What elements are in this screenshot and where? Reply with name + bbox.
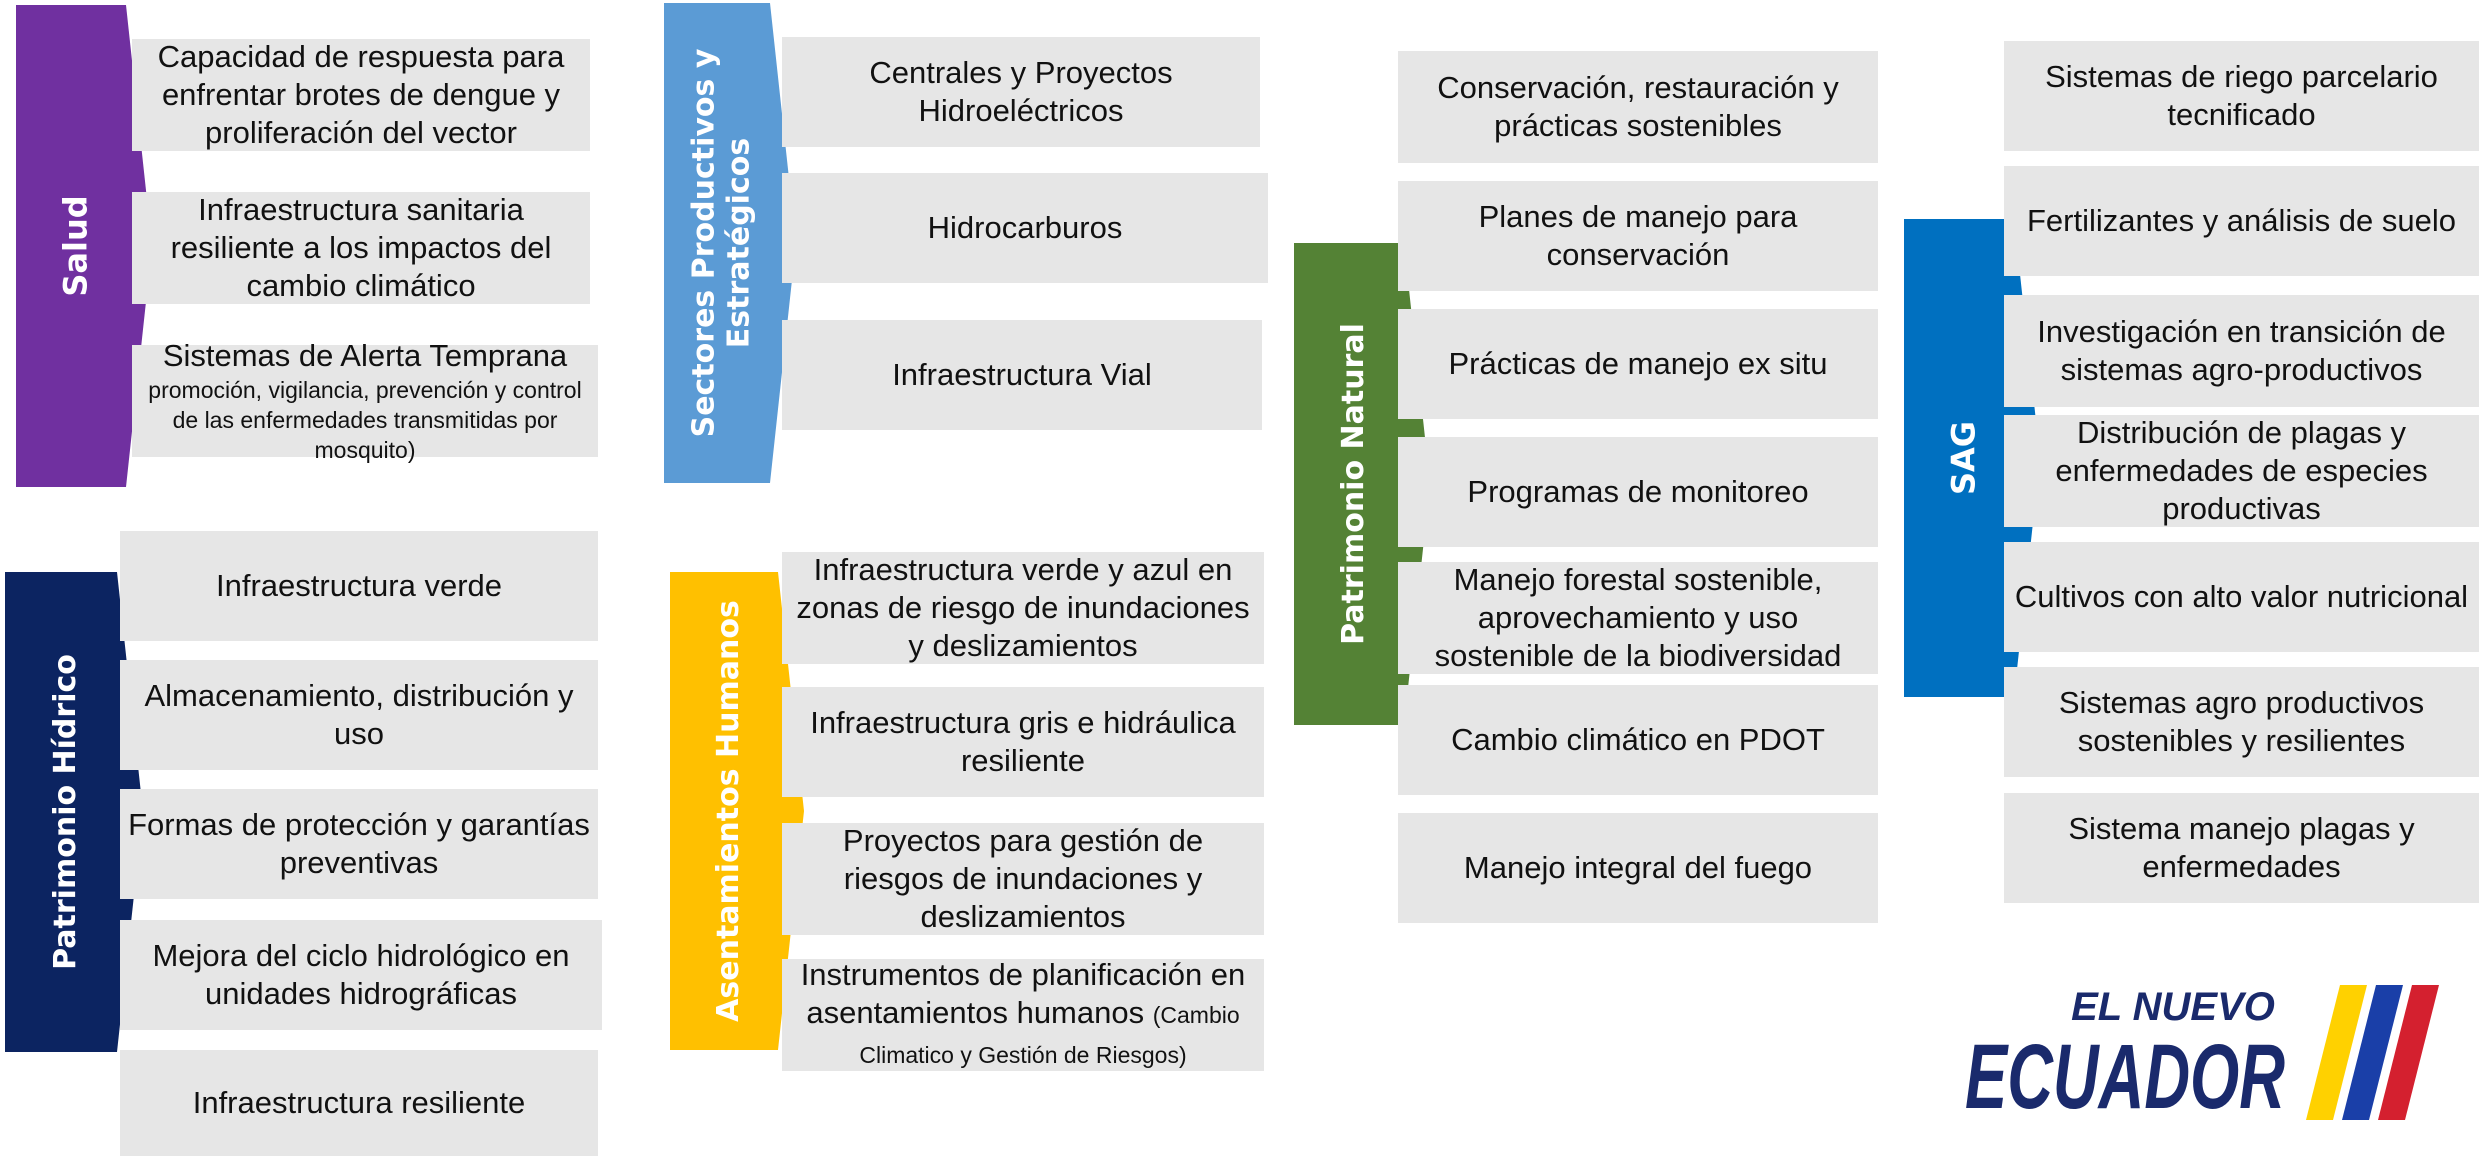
natural-item-1-text: Conservación, restauración y prácticas s… (1437, 70, 1839, 143)
el-nuevo-ecuador-logo: EL NUEVO ECUADOR (1965, 985, 2439, 1128)
natural-item-5: Manejo forestal sostenible, aprovechamie… (1398, 562, 1878, 674)
asentamientos-item-1: Infraestructura verde y azul en zonas de… (782, 552, 1264, 664)
natural-item-4: Programas de monitoreo (1398, 437, 1878, 547)
asentamientos-item-3: Proyectos para gestión de riesgos de inu… (782, 823, 1264, 935)
hidrico-item-3-text: Formas de protección y garantías prevent… (128, 807, 590, 880)
sag-item-1-text: Sistemas de riego parcelario tecnificado (2045, 59, 2438, 132)
natural-item-3-text: Prácticas de manejo ex situ (1448, 346, 1828, 381)
sag-item-5-text: Cultivos con alto valor nutricional (2014, 579, 2469, 614)
logo-line1: EL NUEVO (2071, 985, 2275, 1029)
salud-item-2: Infraestructura sanitaria resiliente a l… (132, 192, 590, 304)
sag-item-1: Sistemas de riego parcelario tecnificado (2004, 41, 2479, 151)
asentamientos-item-2: Infraestructura gris e hidráulica resili… (782, 687, 1264, 797)
hidrico-item-5-text: Infraestructura resiliente (192, 1085, 526, 1120)
sag-item-6-text: Sistemas agro productivos sostenibles y … (2058, 685, 2425, 758)
hidrico-item-1-text: Infraestructura verde (215, 568, 503, 603)
asentamientos-banner (670, 572, 804, 1050)
salud-item-3-text: Sistemas de Alerta Temprana (162, 338, 568, 373)
hidrico-item-3: Formas de protección y garantías prevent… (120, 789, 598, 899)
asentamientos-item-4-small: (Cambio Climatico y Gestión de Riesgos) (859, 1002, 1240, 1068)
flag-stripes-icon (2306, 985, 2439, 1120)
natural-item-6: Cambio climático en PDOT (1398, 685, 1878, 795)
asentamientos-item-4-content: Instrumentos de planificación en asentam… (790, 956, 1256, 1074)
natural-item-6-text: Cambio climático en PDOT (1451, 722, 1825, 757)
logo-line2: ECUADOR (1965, 1026, 2285, 1128)
asentamientos-item-4-text: Instrumentos de planificación en asentam… (800, 957, 1246, 1030)
sag-item-2-text: Fertilizantes y análisis de suelo (2026, 203, 2457, 238)
hidrico-item-2: Almacenamiento, distribución y uso (120, 660, 598, 770)
sectores-label: Sectores Productivos y Estratégicos (686, 48, 757, 438)
sectores-item-2: Hidrocarburos (782, 173, 1268, 283)
sectores-item-3-text: Infraestructura Vial (892, 357, 1152, 392)
sag-item-3-text: Investigación en transición de sistemas … (2037, 314, 2446, 387)
natural-banner (1294, 243, 1430, 725)
natural-item-7-text: Manejo integral del fuego (1463, 850, 1813, 885)
natural-item-7: Manejo integral del fuego (1398, 813, 1878, 923)
natural-item-3: Prácticas de manejo ex situ (1398, 309, 1878, 419)
sectores-item-3: Infraestructura Vial (782, 320, 1262, 430)
sectores-label-line2: Estratégicos (721, 137, 757, 349)
sectores-banner (664, 3, 796, 483)
sag-item-4-text: Distribución de plagas y enfermedades de… (2055, 415, 2428, 526)
sag-item-7: Sistema manejo plagas y enfermedades (2004, 793, 2479, 903)
salud-item-2-text: Infraestructura sanitaria resiliente a l… (170, 192, 552, 303)
asentamientos-item-1-text: Infraestructura verde y azul en zonas de… (796, 552, 1250, 663)
sag-item-2: Fertilizantes y análisis de suelo (2004, 166, 2479, 276)
asentamientos-label: Asentamientos Humanos (710, 600, 746, 1022)
sectores-item-1: Centrales y Proyectos Hidroeléctricos (782, 37, 1260, 147)
sectores-banner-label-wrap: Sectores Productivos y Estratégicos (664, 3, 796, 483)
asentamientos-item-2-text: Infraestructura gris e hidráulica resili… (810, 705, 1236, 778)
asentamientos-item-4: Instrumentos de planificación en asentam… (782, 956, 1264, 1074)
hidrico-item-4-text: Mejora del ciclo hidrológico en unidades… (152, 938, 570, 1011)
asentamientos-item-3-text: Proyectos para gestión de riesgos de inu… (842, 823, 1204, 934)
natural-item-5-text: Manejo forestal sostenible, aprovechamie… (1434, 562, 1842, 673)
natural-item-1: Conservación, restauración y prácticas s… (1398, 51, 1878, 163)
hidrico-banner (5, 572, 143, 1052)
natural-label: Patrimonio Natural (1335, 323, 1371, 645)
sag-item-4: Distribución de plagas y enfermedades de… (2004, 415, 2479, 527)
sectores-item-2-text: Hidrocarburos (927, 210, 1123, 245)
salud-label: Salud (56, 195, 95, 297)
salud-banner (16, 5, 152, 487)
salud-item-3-sub: promoción, vigilancia, prevención y cont… (148, 377, 582, 463)
sag-item-6: Sistemas agro productivos sostenibles y … (2004, 667, 2479, 777)
hidrico-item-4: Mejora del ciclo hidrológico en unidades… (120, 920, 602, 1030)
sag-item-3: Investigación en transición de sistemas … (2004, 295, 2479, 407)
natural-item-4-text: Programas de monitoreo (1467, 474, 1809, 509)
sectores-label-line1: Sectores Productivos y (686, 48, 722, 438)
salud-item-1: Capacidad de respuesta para enfrentar br… (132, 39, 590, 151)
natural-item-2: Planes de manejo para conservación (1398, 181, 1878, 291)
sag-label: SAG (1944, 420, 1983, 496)
sag-item-5: Cultivos con alto valor nutricional (2004, 542, 2479, 652)
hidrico-item-2-text: Almacenamiento, distribución y uso (144, 678, 574, 751)
hidrico-label: Patrimonio Hídrico (47, 654, 83, 970)
sag-item-7-text: Sistema manejo plagas y enfermedades (2068, 811, 2415, 884)
hidrico-item-1: Infraestructura verde (120, 531, 598, 641)
salud-item-1-text: Capacidad de respuesta para enfrentar br… (157, 39, 565, 150)
natural-item-2-text: Planes de manejo para conservación (1478, 199, 1798, 272)
sectores-item-1-text: Centrales y Proyectos Hidroeléctricos (869, 55, 1173, 128)
salud-item-3-content: Sistemas de Alerta Temprana promoción, v… (140, 337, 590, 465)
salud-item-3: Sistemas de Alerta Temprana promoción, v… (132, 338, 598, 463)
hidrico-item-5: Infraestructura resiliente (120, 1050, 598, 1156)
